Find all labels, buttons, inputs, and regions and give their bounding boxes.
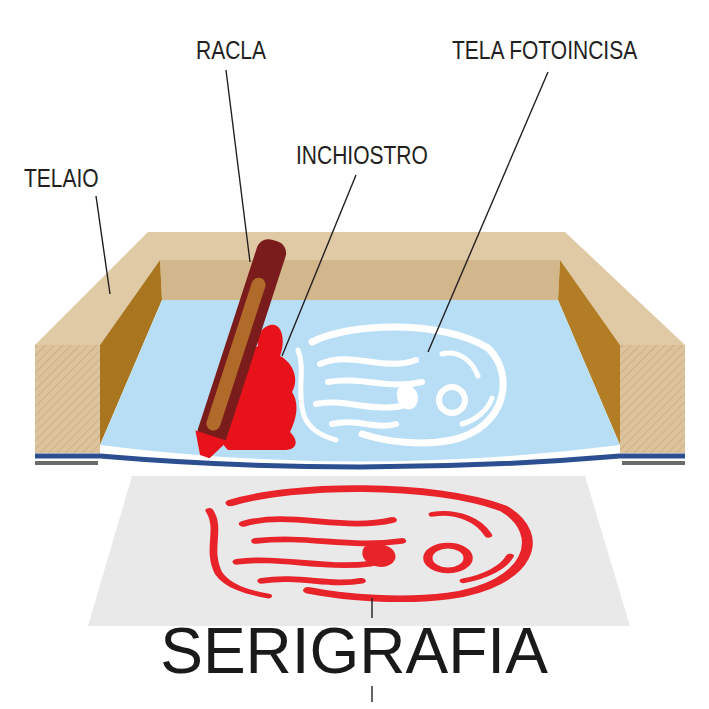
part-label: TELAIO — [24, 166, 99, 191]
mesh-edge — [35, 456, 685, 467]
part-label: INCHIOSTRO — [296, 143, 428, 168]
frame-back-wall — [160, 260, 560, 300]
mesh-screen — [100, 300, 620, 462]
frame-front-right — [620, 345, 685, 453]
frame-front-left — [35, 345, 100, 453]
part-label: TELA FOTOINCISA — [452, 38, 637, 63]
paper-sheet — [88, 476, 630, 626]
squeegee — [189, 235, 291, 461]
part-label: RACLA — [196, 38, 266, 63]
printed-image — [209, 489, 527, 599]
frame-foot — [35, 461, 98, 465]
title: SERIGRAFIA — [160, 619, 548, 683]
frame-foot — [622, 461, 685, 465]
stencil-image — [298, 327, 503, 443]
leader-lines — [96, 70, 548, 702]
